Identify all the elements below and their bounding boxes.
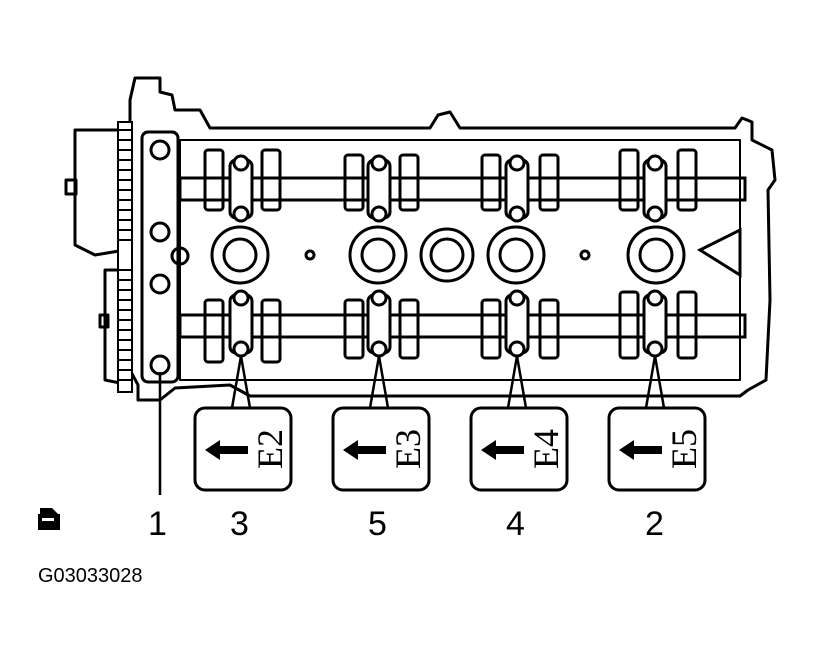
cap-label-E5: E5 xyxy=(664,429,704,469)
bearing-caps-top xyxy=(228,154,668,223)
arrow-left-icon xyxy=(481,440,524,460)
inner-outline xyxy=(179,139,741,381)
arrow-left-icon xyxy=(205,440,248,460)
cap-callout-E5: E5 xyxy=(607,406,707,492)
sequence-number-2: 2 xyxy=(645,505,664,543)
leader-lines xyxy=(158,355,666,495)
sequence-number-4: 4 xyxy=(506,505,525,543)
cap-label-E2: E2 xyxy=(250,429,290,469)
cap-callout-E3: E3 xyxy=(331,406,431,492)
arrow-left-icon xyxy=(619,440,662,460)
intake-camshaft xyxy=(178,148,747,212)
sequence-number-1: 1 xyxy=(148,505,167,543)
cap-callout-E2: E2 xyxy=(193,406,293,492)
left-cap xyxy=(140,130,190,384)
arrow-left-icon xyxy=(343,440,386,460)
bearing-caps-bottom xyxy=(228,289,668,358)
sequence-number-3: 3 xyxy=(230,505,249,543)
sequence-number-5: 5 xyxy=(368,505,387,543)
cam-sprocket xyxy=(117,121,133,393)
cap-label-E4: E4 xyxy=(526,429,566,469)
exhaust-camshaft xyxy=(178,290,747,364)
document-icon xyxy=(38,508,60,530)
plug-holes xyxy=(210,225,742,285)
figure-id: G03033028 xyxy=(38,565,143,587)
timing-housing xyxy=(73,128,127,257)
cap-label-E3: E3 xyxy=(388,429,428,469)
cap-callout-E4: E4 xyxy=(469,406,569,492)
